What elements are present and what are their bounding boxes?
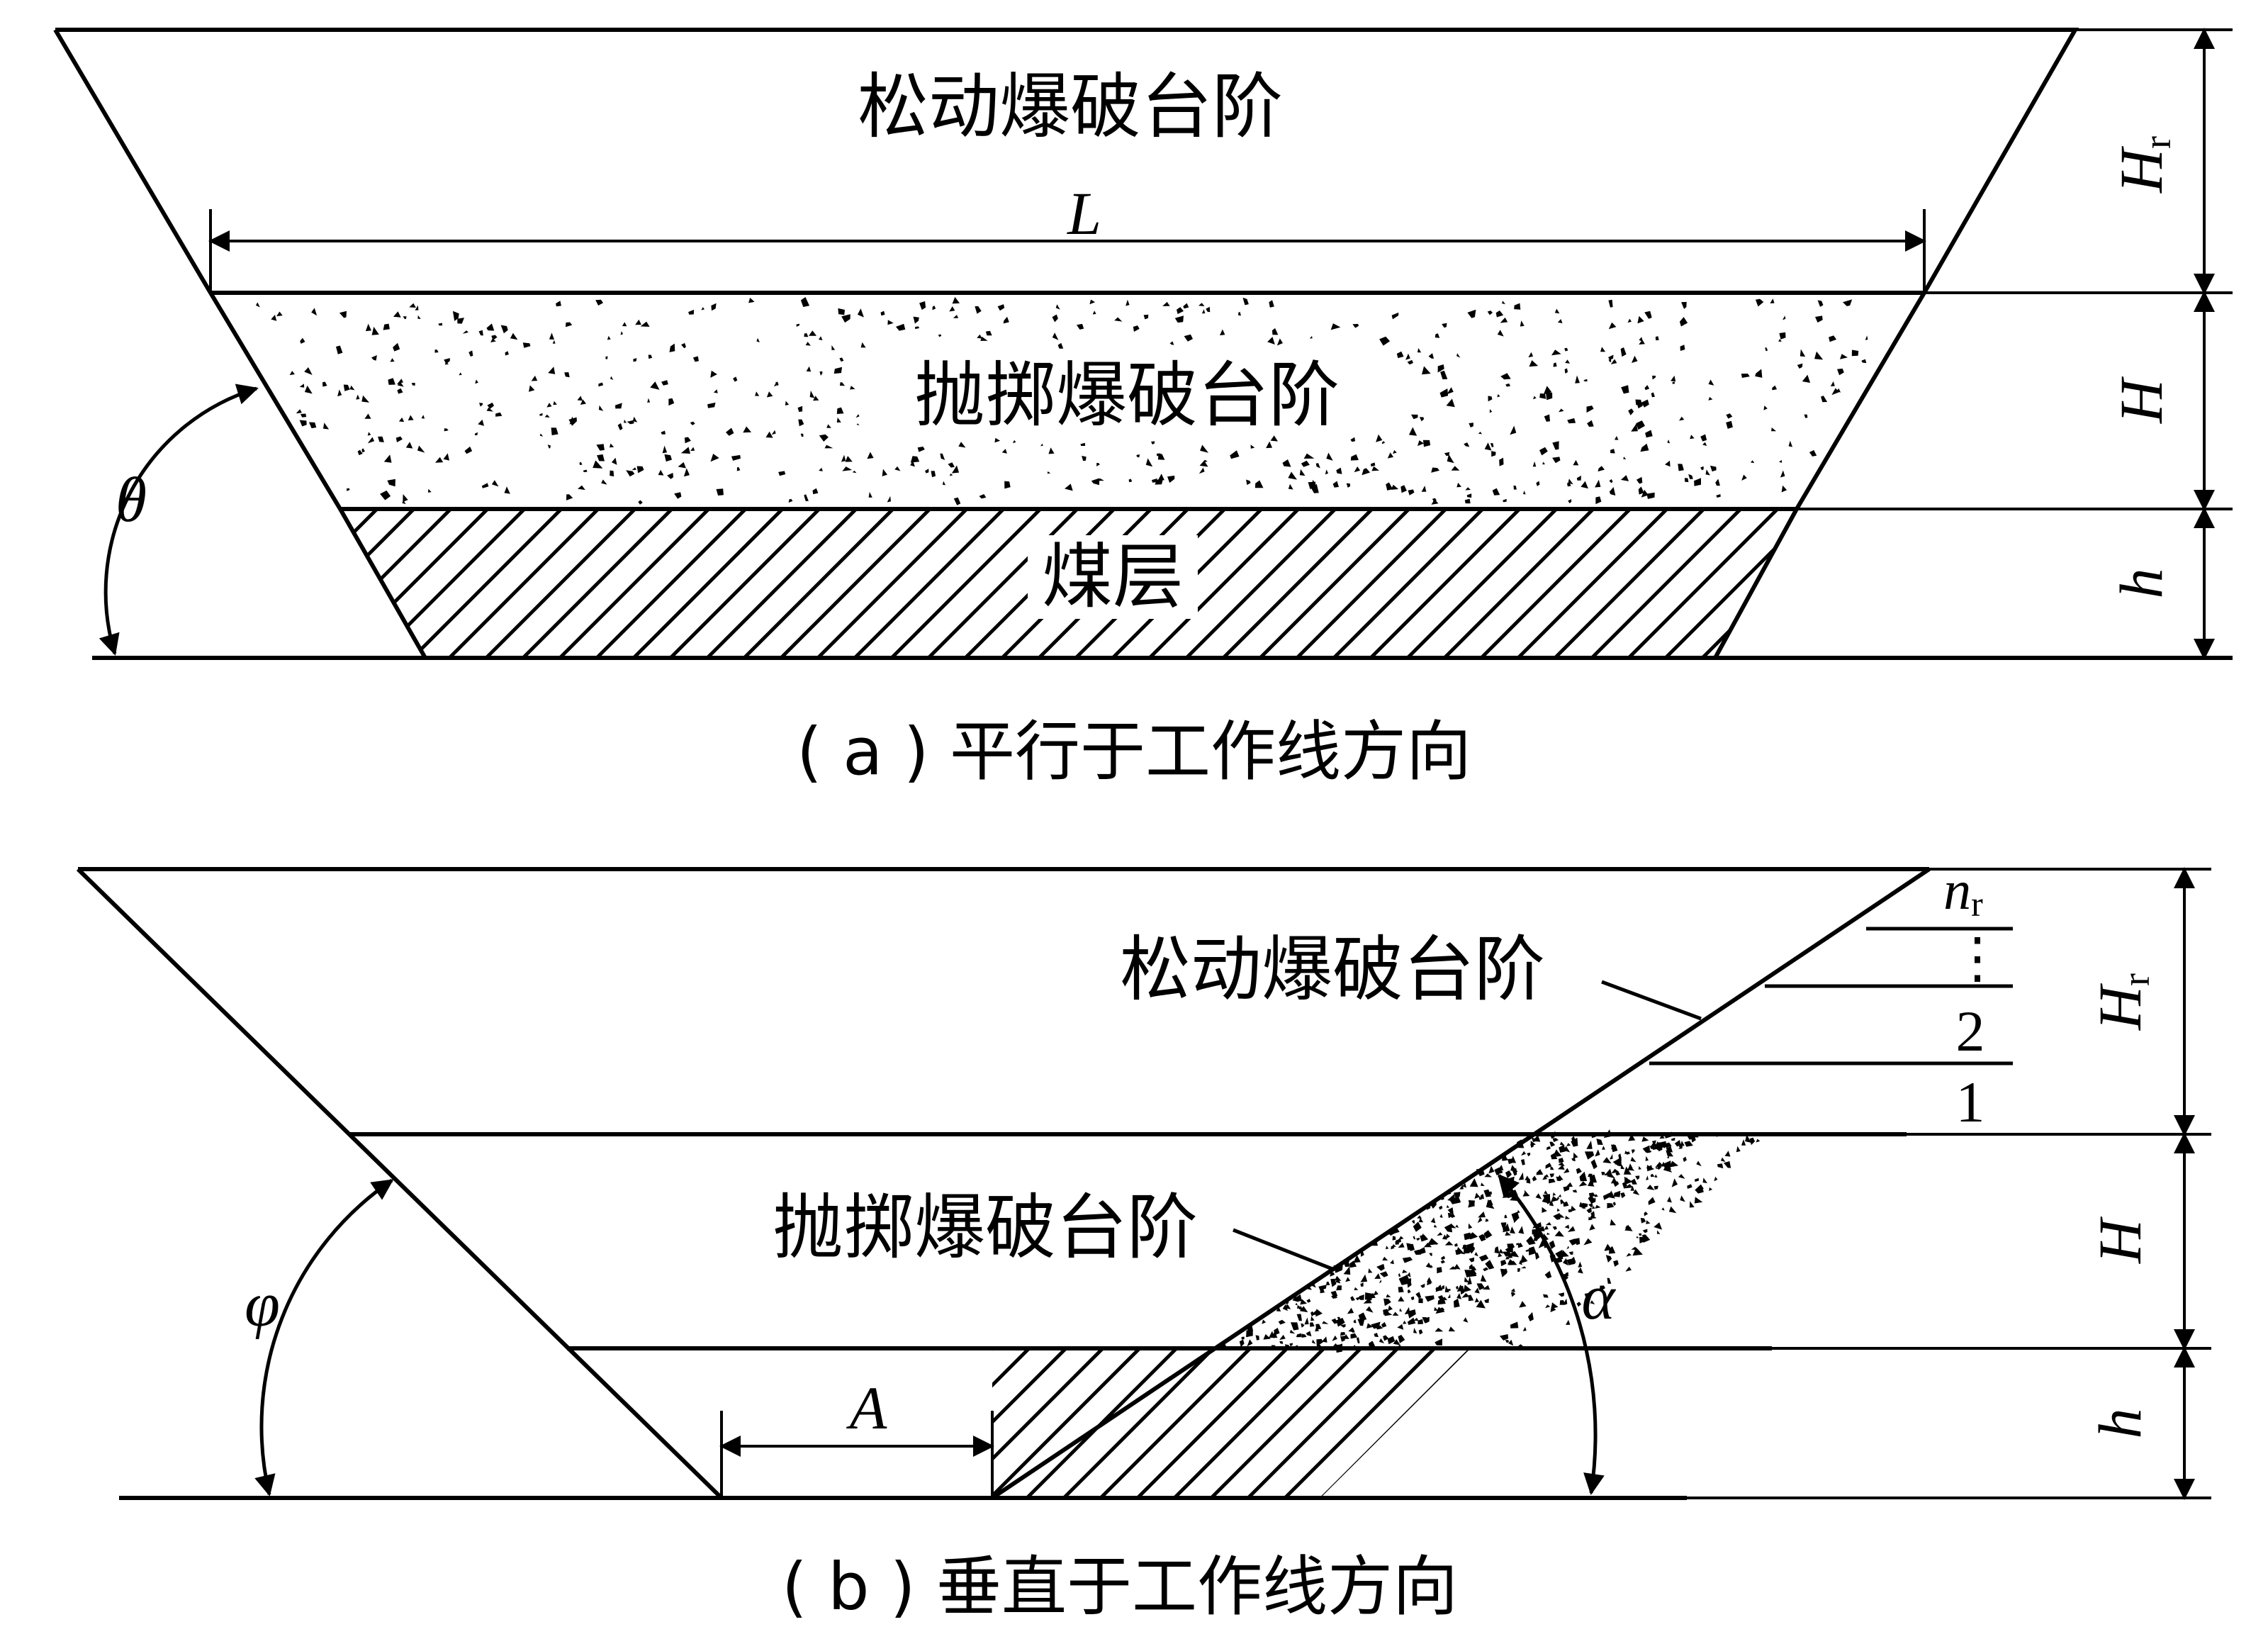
dimension-A: A [719,1374,994,1498]
label-loose-bench-b: 松动爆破台阶 [1120,928,1545,1011]
panel-b: nr ⋮ 2 1 松动爆破台阶 抛掷爆破台阶 A Hr H h [76,859,2211,1625]
panel-a: L Hr H h θ 松动爆破台阶 抛掷爆破台阶 煤层 ( a ) 平行于工作线… [53,28,2233,790]
panel-a-outline [53,28,2233,660]
angle-alpha-label: α [1581,1263,1616,1333]
dim-h-a: h [2107,569,2175,599]
layer-1-label: 1 [1956,1070,1985,1134]
angle-phi: φ [245,1178,394,1497]
dim-Hr-a: Hr [2107,136,2179,194]
dim-L-label: L [1066,179,1101,247]
angle-theta: θ [99,384,259,656]
dimension-stack-a: Hr H h [2107,28,2215,660]
label-coal-seam: 煤层 [1042,535,1184,618]
panel-b-outline [76,867,2211,1500]
layer-dots-label: ⋮ [1950,927,2005,989]
caption-a: ( a ) 平行于工作线方向 [797,714,1471,790]
dimension-stack-b: Hr H h [2086,867,2195,1500]
caption-b: ( b ) 垂直于工作线方向 [782,1549,1458,1625]
angle-alpha: α [1498,1173,1616,1495]
layer-2-label: 2 [1956,999,1985,1063]
dim-h-b: h [2086,1409,2154,1439]
label-loose-bench-a: 松动爆破台阶 [858,65,1283,148]
dim-H-a: H [2107,376,2175,424]
dimension-L: L [208,179,1926,293]
label-cast-bench-b: 抛掷爆破台阶 [773,1186,1198,1269]
leader-lines-b [1233,980,1702,1271]
loose-layer-lines [1649,927,2013,1065]
angle-phi-label: φ [245,1270,280,1340]
cast-rock-fragments-a [256,296,1868,505]
layer-nr-label: nr [1943,859,1983,924]
dim-Hr-b: Hr [2086,973,2157,1031]
coal-label-bg [1028,535,1198,619]
angle-theta-label: θ [116,465,147,535]
dim-H-b: H [2086,1216,2154,1264]
dim-A-label: A [846,1374,887,1442]
label-cast-bench-a: 抛掷爆破台阶 [914,354,1340,437]
coal-seam-hatch-b [992,1348,1471,1498]
